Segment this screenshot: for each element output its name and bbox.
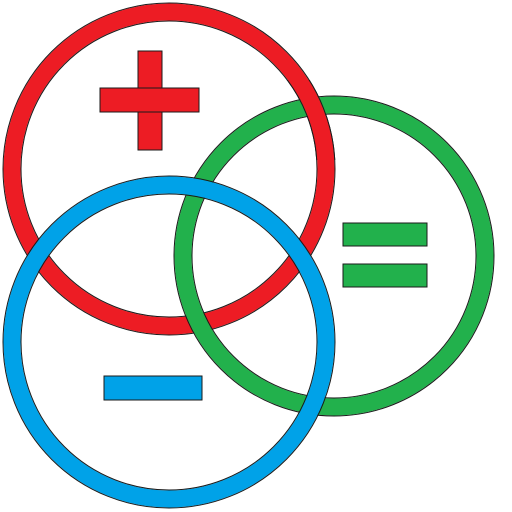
- green-ring: [173, 95, 495, 417]
- blue-ring: [2, 175, 336, 509]
- plus-icon: [99, 50, 200, 151]
- equals-icon: [342, 222, 428, 288]
- red-ring: [2, 2, 336, 336]
- minus-icon: [103, 375, 203, 401]
